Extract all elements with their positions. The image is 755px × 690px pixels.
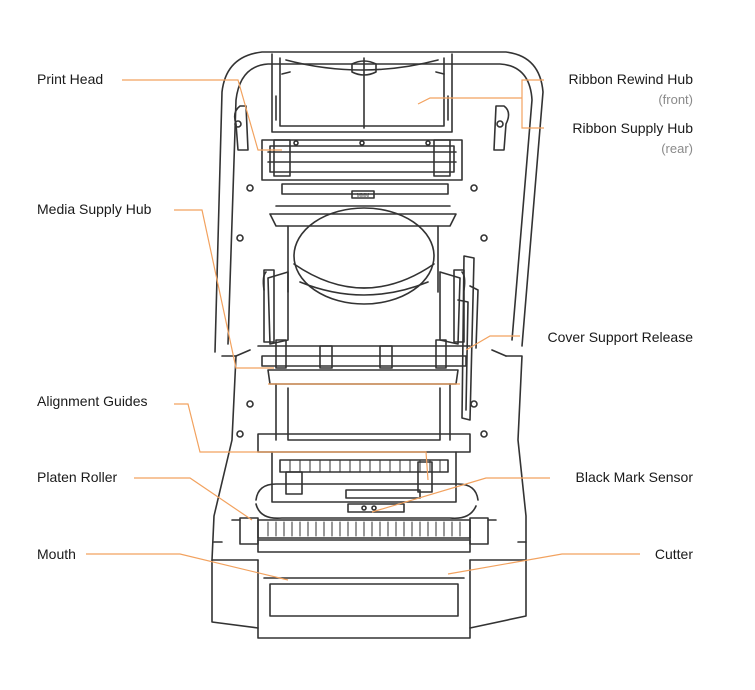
label-ribbon-supply-hub-note: (rear) <box>661 141 693 156</box>
ribbon-hub-leader <box>417 97 522 105</box>
device-marking: MMM <box>357 193 370 199</box>
label-black-mark-sensor: Black Mark Sensor <box>575 469 693 485</box>
label-ribbon-rewind-hub-note: (front) <box>658 92 693 107</box>
label-platen-roller: Platen Roller <box>37 469 118 485</box>
print-head-leader <box>122 79 282 151</box>
label-print-head: Print Head <box>37 71 104 87</box>
label-cover-support-release: Cover Support Release <box>547 329 693 345</box>
mouth-leader <box>86 553 289 581</box>
ribbon-rewind-hub-leader <box>521 79 544 129</box>
label-ribbon-rewind-hub: Ribbon Rewind Hub <box>568 71 693 87</box>
label-mouth: Mouth <box>37 546 76 562</box>
cover-support-release-leader <box>465 335 520 351</box>
alignment-guides-leader-a <box>174 403 429 481</box>
label-alignment-guides: Alignment Guides <box>37 393 148 409</box>
label-ribbon-supply-hub: Ribbon Supply Hub <box>572 120 693 136</box>
leader-lines <box>86 79 640 581</box>
label-cutter: Cutter <box>654 546 693 562</box>
printer-illustration <box>211 51 544 639</box>
media-supply-hub-leader <box>174 209 274 369</box>
label-media-supply-hub: Media Supply Hub <box>37 201 152 217</box>
platen-roller-leader <box>134 477 253 521</box>
cutter-leader <box>447 553 640 575</box>
black-mark-sensor-leader <box>371 477 550 513</box>
